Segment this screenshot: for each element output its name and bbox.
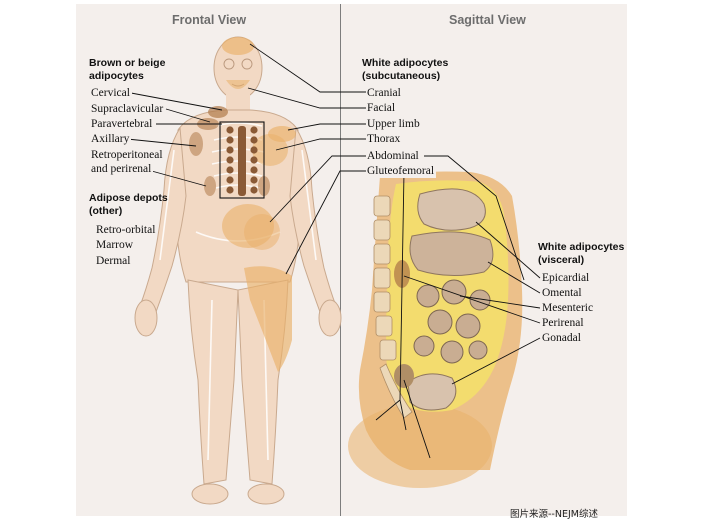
label-thorax: Thorax	[367, 132, 403, 146]
label-facial: Facial	[367, 101, 398, 115]
label-axillary: Axillary	[91, 132, 132, 146]
label-gluteofemoral: Gluteofemoral	[367, 164, 437, 178]
label-dermal: Dermal	[96, 255, 131, 267]
label-upper-limb: Upper limb	[367, 117, 422, 131]
depot-heading-line-1: Adipose depots	[89, 192, 168, 204]
sagittal-spine	[373, 195, 413, 419]
label-paravertebral: Paravertebral	[91, 117, 155, 131]
label-perirenal-visceral: Perirenal	[542, 316, 586, 330]
subq-heading-line-2: (subcutaneous)	[362, 69, 441, 82]
label-cranial: Cranial	[367, 86, 403, 100]
frontal-view-title: Frontal View	[172, 13, 247, 27]
label-omental: Omental	[542, 286, 584, 300]
label-retro-orbital: Retro-orbital	[96, 224, 156, 236]
depot-heading-line-2: (other)	[89, 204, 123, 217]
label-supraclavicular: Supraclavicular	[91, 102, 166, 116]
sagittal-section	[348, 171, 523, 488]
adipose-depots-heading: Adipose depots (other)	[89, 192, 168, 217]
label-marrow: Marrow	[96, 239, 134, 251]
label-mesenteric: Mesenteric	[542, 301, 596, 315]
frontal-body	[134, 36, 342, 505]
subcutaneous-heading: White adipocytes (subcutaneous)	[362, 57, 448, 82]
intestines	[413, 279, 491, 364]
sagittal-view-title: Sagittal View	[449, 13, 526, 27]
view-divider	[340, 4, 341, 516]
label-perirenal-frontal: and perirenal	[91, 162, 154, 176]
label-epicardial: Epicardial	[542, 271, 592, 285]
brown-heading-line-2: adipocytes	[89, 69, 144, 82]
subq-heading-line-1: White adipocytes	[362, 57, 449, 69]
vertebrae	[226, 126, 258, 196]
label-retroperitoneal: Retroperitoneal	[91, 148, 165, 162]
visceral-heading: White adipocytes (visceral)	[538, 241, 624, 266]
label-gonadal: Gonadal	[542, 331, 583, 345]
visc-heading-line-2: (visceral)	[538, 253, 585, 266]
visc-heading-line-1: White adipocytes	[538, 241, 625, 253]
brown-adipocytes-heading: Brown or beige adipocytes	[89, 57, 165, 82]
brown-heading-line-1: Brown or beige	[89, 57, 166, 69]
label-cervical: Cervical	[91, 86, 132, 100]
label-abdominal: Abdominal	[367, 149, 421, 163]
image-credit: 图片来源--NEJM综述	[510, 509, 598, 520]
leader-lines	[126, 43, 541, 459]
